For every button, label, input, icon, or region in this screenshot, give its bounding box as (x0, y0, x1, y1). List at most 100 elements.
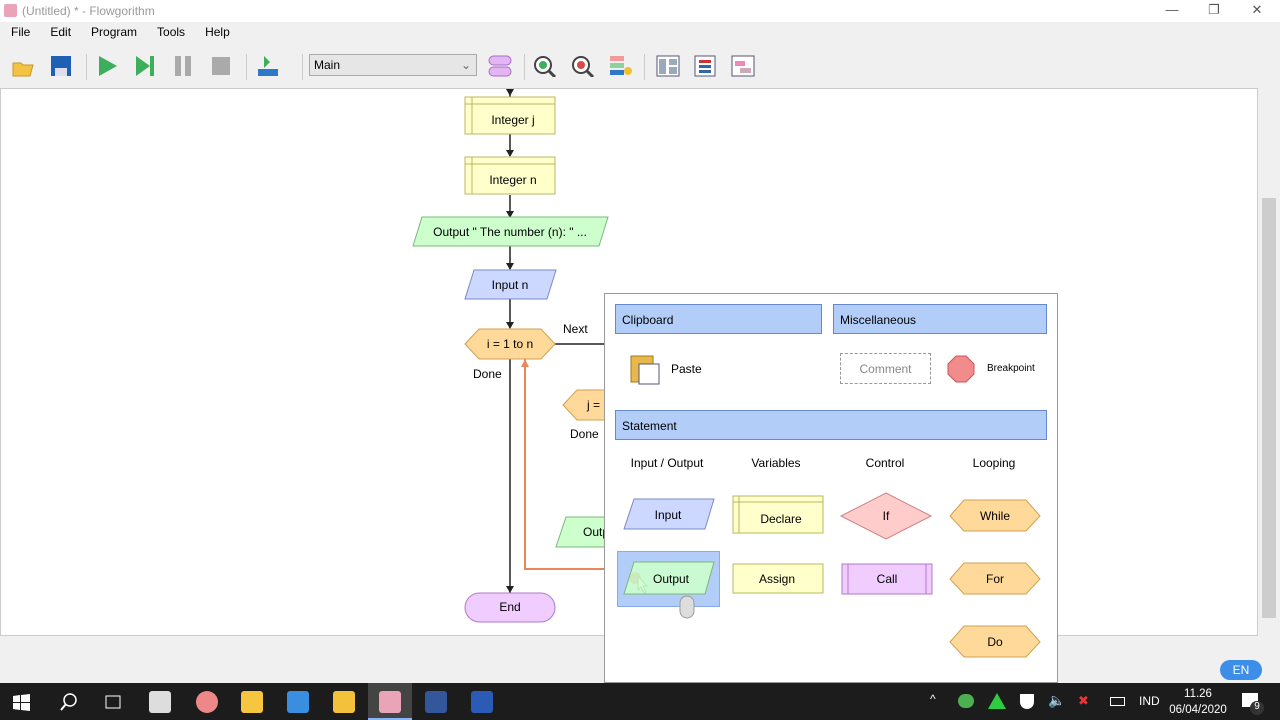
show-hidden-icons-icon[interactable]: ^ (930, 692, 936, 706)
function-select[interactable]: Main ⌄ (309, 54, 477, 76)
file-explorer-icon[interactable] (333, 691, 355, 713)
inner-loop-shape[interactable]: j = (562, 389, 606, 421)
shape-label: Integer n (489, 173, 536, 187)
shape-label: Input n (492, 278, 529, 292)
for-button[interactable]: For (949, 562, 1041, 595)
declare-shape-j[interactable]: Integer j (464, 96, 556, 135)
pause-icon[interactable] (170, 54, 196, 78)
done-label: Done (473, 367, 502, 381)
variable-watch-icon[interactable] (655, 54, 681, 78)
next-label: Next (563, 322, 588, 336)
style-icon[interactable] (608, 54, 634, 78)
breakpoint-button[interactable]: Breakpoint (947, 354, 1047, 384)
for-label: For (986, 572, 1004, 586)
assign-label: Assign (759, 572, 795, 586)
do-button[interactable]: Do (949, 625, 1041, 658)
security-icon[interactable] (1020, 694, 1034, 709)
assign-button[interactable]: Assign (732, 563, 824, 594)
input-language[interactable]: IND (1139, 694, 1160, 708)
breakpoint-icon (947, 355, 975, 383)
end-shape[interactable]: End (464, 592, 556, 623)
input-label: Input (655, 508, 682, 522)
run-icon[interactable] (94, 54, 120, 78)
minimize-button[interactable]: — (1165, 2, 1179, 17)
while-label: While (980, 509, 1010, 523)
comment-button[interactable]: Comment (840, 353, 931, 384)
notification-count: 9 (1250, 701, 1264, 715)
menu-edit[interactable]: Edit (50, 25, 72, 39)
store-icon[interactable] (241, 691, 263, 713)
output-shape[interactable]: Output " The number (n): " ... (412, 216, 609, 247)
paste-button[interactable]: Paste (629, 352, 739, 386)
do-label: Do (987, 635, 1003, 649)
app-icon (4, 4, 17, 17)
battery-icon[interactable] (1110, 697, 1125, 706)
zoom-out-icon[interactable] (570, 54, 596, 78)
source-code-icon[interactable] (730, 54, 756, 78)
taskbar: ^ 🔈 ✖ IND 11.26 06/04/2020 9 (0, 683, 1280, 720)
taskbar-app-icon[interactable] (287, 691, 309, 713)
input-button[interactable]: Input (623, 498, 715, 530)
stop-icon[interactable] (208, 54, 234, 78)
zoom-in-icon[interactable] (532, 54, 558, 78)
console-icon[interactable] (692, 54, 718, 78)
category-variables: Variables (751, 456, 801, 470)
toolbar (0, 44, 1270, 88)
if-button[interactable]: If (839, 492, 933, 540)
open-icon[interactable] (10, 54, 36, 78)
shape-label: i = 1 to n (487, 337, 533, 351)
time: 11.26 (1184, 688, 1212, 700)
search-icon[interactable] (60, 693, 78, 711)
clock[interactable]: 11.26 06/04/2020 (1168, 686, 1228, 718)
tray-app-icon[interactable] (988, 693, 1006, 709)
menu-tools[interactable]: Tools (157, 25, 186, 39)
category-input-output: Input / Output (630, 456, 704, 470)
windows-start-icon[interactable] (13, 694, 30, 711)
word-icon[interactable] (471, 691, 493, 713)
paste-icon (630, 355, 660, 385)
input-shape[interactable]: Input n (464, 269, 557, 300)
tray-app-icon[interactable] (958, 694, 974, 708)
close-button[interactable]: ✕ (1251, 2, 1263, 17)
for-loop-shape[interactable]: i = 1 to n (464, 328, 556, 360)
done-label: Done (570, 427, 599, 441)
mouse-icon (679, 595, 695, 619)
task-view-icon[interactable] (103, 693, 123, 711)
miscellaneous-header: Miscellaneous (833, 304, 1047, 334)
layout-icon[interactable] (256, 54, 282, 78)
taskbar-app-icon[interactable] (196, 691, 218, 713)
declare-button[interactable]: Declare (732, 495, 824, 534)
shape-label: End (499, 600, 520, 614)
shape-label: j = (586, 398, 600, 412)
output-label: Output (653, 572, 690, 586)
step-icon[interactable] (132, 54, 158, 78)
shape-label: Integer j (491, 113, 534, 127)
vertical-scrollbar[interactable] (1260, 88, 1278, 636)
category-control: Control (865, 456, 905, 470)
declare-label: Declare (760, 512, 802, 526)
function-manager-icon[interactable] (487, 54, 513, 78)
menu-program[interactable]: Program (91, 25, 138, 39)
taskbar-app-icon[interactable] (149, 691, 171, 713)
statement-header: Statement (615, 410, 1047, 440)
save-icon[interactable] (48, 54, 74, 78)
volume-icon[interactable]: 🔈 (1048, 692, 1066, 708)
window-title: (Untitled) * - Flowgorithm (22, 4, 155, 18)
restore-button[interactable]: ❐ (1208, 2, 1220, 17)
function-select-value: Main (314, 58, 341, 72)
chevron-down-icon: ⌄ (460, 58, 471, 72)
shape-label: Outp (583, 525, 609, 539)
menu-file[interactable]: File (11, 25, 31, 39)
output-button[interactable]: Output (623, 561, 715, 595)
taskbar-app-icon[interactable] (425, 691, 447, 713)
category-looping: Looping (972, 456, 1016, 470)
declare-shape-n[interactable]: Integer n (464, 156, 556, 195)
date: 06/04/2020 (1169, 704, 1227, 716)
output-shape-2[interactable]: Outp (555, 516, 609, 548)
while-button[interactable]: While (949, 499, 1041, 532)
menu-help[interactable]: Help (205, 25, 230, 39)
call-button[interactable]: Call (841, 563, 933, 595)
language-badge[interactable]: EN (1220, 660, 1262, 680)
network-icon[interactable]: ✖ (1078, 693, 1089, 708)
flowgorithm-taskbar-button[interactable] (368, 683, 412, 720)
